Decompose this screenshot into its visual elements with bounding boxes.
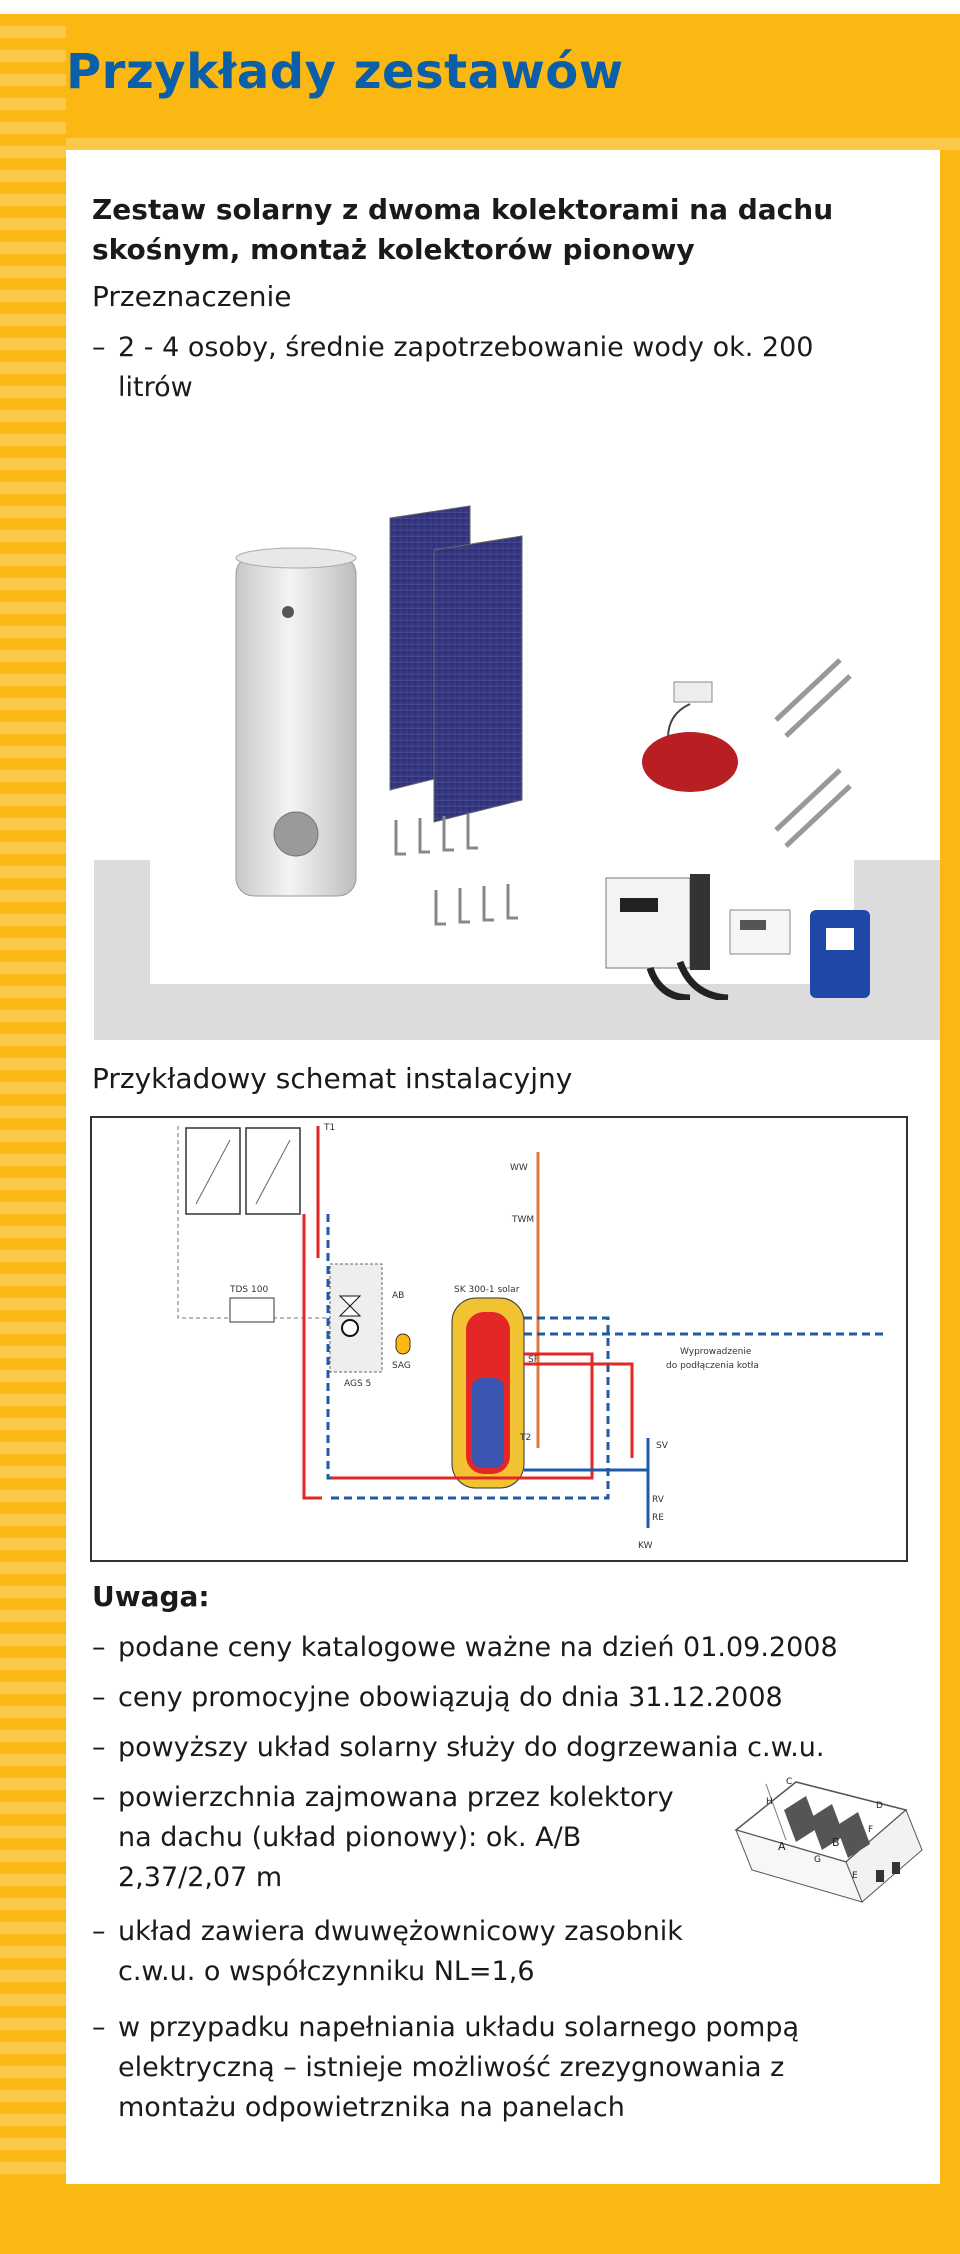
svg-text:SAG: SAG (392, 1361, 411, 1371)
header-band: Przykłady zestawów (0, 14, 960, 138)
notes-title: Uwaga: (92, 1580, 210, 1613)
svg-text:AGS 5: AGS 5 (344, 1379, 371, 1389)
note-item: – ceny promocyjne obowiązują do dnia 31.… (92, 1682, 783, 1713)
bottom-yellow-band (0, 2184, 960, 2254)
controller-icon (729, 909, 791, 955)
solar-collector-icon (389, 505, 523, 823)
label-re: RE (652, 1513, 664, 1523)
label-sv: SV (656, 1441, 669, 1451)
roof-label-e: E (852, 1871, 858, 1881)
label-ww: WW (510, 1163, 528, 1173)
pump-station-icon (605, 874, 710, 970)
ags-pump-station-icon: AGS 5 (329, 1263, 383, 1389)
mounting-hooks-icon (394, 814, 518, 926)
roof-label-a: A (778, 1840, 786, 1853)
storage-tank-icon (235, 547, 357, 897)
note-item: – powyższy układ solarny służy do dogrze… (92, 1732, 825, 1763)
expansion-vessel-icon: SAG (392, 1333, 411, 1371)
note-item: – układ zawiera dwuwężownicowy zasobnik … (92, 1916, 683, 1987)
label-outlet-2: do podłączenia kotła (666, 1361, 759, 1371)
roof-label-g: G (814, 1855, 821, 1865)
svg-text:T2: T2 (519, 1433, 531, 1443)
purpose-text: 2 - 4 osoby, średnie zapotrzebowanie wod… (118, 332, 814, 403)
label-twm: TWM (511, 1215, 534, 1225)
note-item: – podane ceny katalogowe ważne na dzień … (92, 1632, 838, 1663)
roof-label-h: H (766, 1797, 773, 1807)
content-area: Zestaw solarny z dwoma kolektorami na da… (66, 150, 940, 2184)
top-band (0, 0, 960, 14)
mounting-rails-icon (774, 658, 852, 848)
list-dash: – (92, 332, 106, 363)
note-item: – powierzchnia zajmowana przez kolektory… (92, 1782, 674, 1893)
connection-pipes-icon (646, 960, 729, 1000)
installation-schema: T1 TDS 100 AGS 5 AB SAG SK 300-1 solar (90, 1116, 908, 1562)
label-t1: T1 (323, 1123, 335, 1133)
purpose-label: Przeznaczenie (92, 280, 292, 313)
purpose-item: – 2 - 4 osoby, średnie zapotrzebowanie w… (92, 328, 892, 408)
product-set-image (235, 505, 870, 1000)
label-ab: AB (392, 1291, 404, 1301)
page-title: Przykłady zestawów (66, 44, 624, 100)
label-kw: KW (638, 1541, 653, 1551)
label-rv: RV (652, 1495, 665, 1505)
svg-text:TDS 100: TDS 100 (229, 1285, 268, 1295)
left-stripe-decoration (0, 14, 66, 2184)
expansion-vessel-icon (642, 681, 738, 792)
svg-text:SF: SF (528, 1355, 539, 1365)
schema-label: Przykładowy schemat instalacyjny (92, 1062, 573, 1095)
roof-label-d: D (876, 1801, 883, 1811)
roof-dimensions-diagram: A B C D H G E F (734, 1777, 923, 1903)
glycol-canister-icon (810, 910, 870, 998)
roof-label-c: C (786, 1777, 792, 1787)
tds-controller-icon: TDS 100 (229, 1285, 275, 1323)
set-title: Zestaw solarny z dwoma kolektorami na da… (92, 193, 834, 266)
svg-text:SK 300-1 solar: SK 300-1 solar (454, 1285, 520, 1295)
installation-schema-drawing: T1 TDS 100 AGS 5 AB SAG SK 300-1 solar (177, 1123, 888, 1551)
roof-label-f: F (868, 1825, 873, 1835)
label-outlet-1: Wyprowadzenie (680, 1347, 752, 1357)
right-yellow-bar (940, 150, 960, 2184)
note-item: – w przypadku napełniania układu solarne… (92, 2012, 800, 2123)
roof-label-b: B (832, 1836, 840, 1849)
header-stripe-rule (66, 138, 960, 150)
storage-tank-icon: SK 300-1 solar SF T2 (451, 1285, 539, 1489)
